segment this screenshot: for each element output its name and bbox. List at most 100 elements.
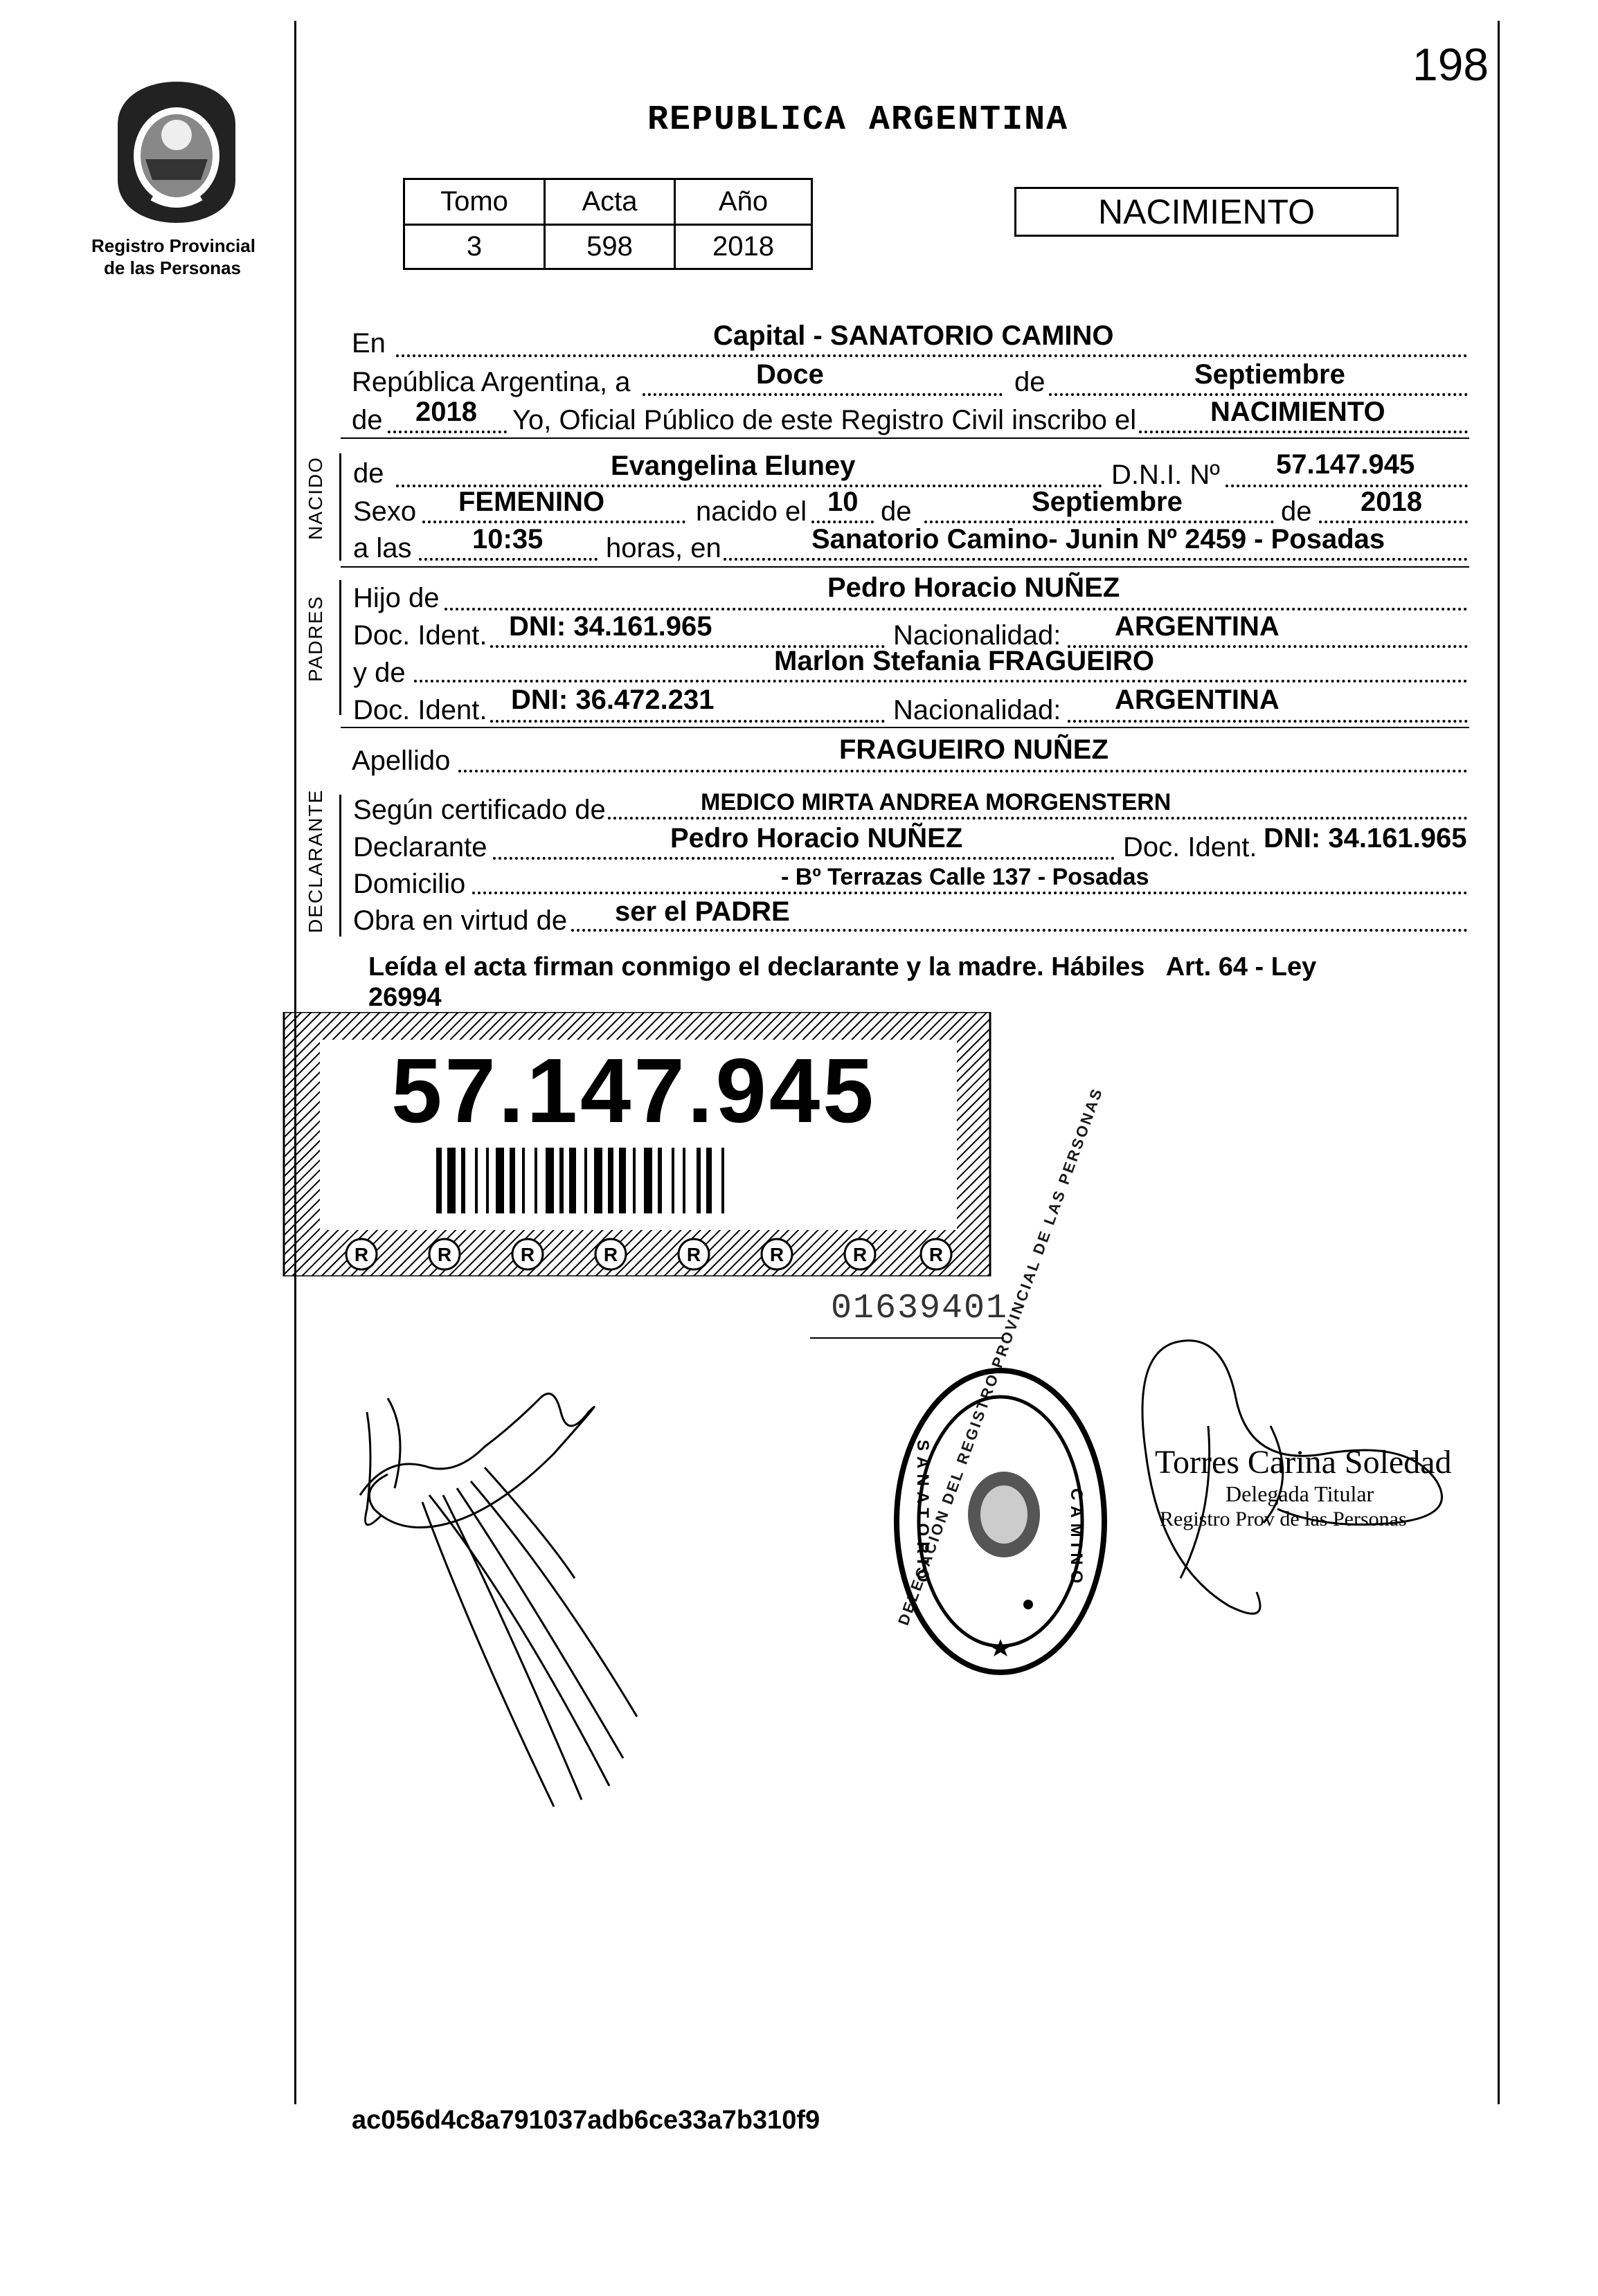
barcode-bar [535, 1148, 537, 1213]
nacido-born-day: 10 [827, 487, 859, 517]
serial-underline [810, 1337, 1004, 1339]
nacido-section-label: NACIDO [305, 456, 326, 540]
barcode-bar [633, 1148, 636, 1213]
table-value-acta: 598 [544, 224, 676, 270]
declarante-section-label: DECLARANTE [305, 788, 326, 933]
svg-text:R: R [929, 1244, 943, 1265]
declarante-cert-label: Según certificado de [353, 795, 606, 825]
date-event: NACIMIENTO [1210, 397, 1385, 427]
date-officer-label: Yo, Oficial Público de este Registro Civ… [512, 405, 1137, 435]
dotted-line [490, 720, 885, 723]
date-label-prefix: República Argentina, a [352, 367, 631, 397]
dotted-line [608, 817, 1468, 820]
closing-line2: 26994 [368, 983, 442, 1012]
dotted-line [493, 857, 1115, 860]
dotted-line [419, 558, 598, 561]
dotted-line [422, 521, 685, 523]
logo-caption-line2: de las Personas [104, 257, 241, 278]
declarante-obra-label: Obra en virtud de [353, 905, 568, 936]
dotted-line [458, 770, 1468, 772]
padres-section-label: PADRES [305, 595, 326, 682]
divider [341, 727, 1469, 728]
dotted-line [490, 645, 885, 648]
svg-text:R: R [770, 1244, 784, 1265]
dotted-line [1049, 393, 1468, 396]
date-year: 2018 [415, 397, 477, 427]
barcode-bar [619, 1148, 626, 1213]
stamp-inner-left: SANATORIO [913, 1440, 932, 1588]
svg-text:R: R [438, 1244, 451, 1265]
declarante-decl: Pedro Horacio NUÑEZ [670, 823, 963, 853]
table-header-anio: Año [674, 178, 813, 226]
padres-father-nat-label: Nacionalidad: [893, 620, 1061, 651]
barcode [436, 1148, 824, 1213]
table-header-acta: Acta [544, 178, 676, 226]
serial-number: 01639401 [831, 1289, 1009, 1328]
barcode-bar [546, 1148, 554, 1213]
dotted-line [1226, 485, 1468, 487]
apellido-label: Apellido [352, 745, 451, 776]
barcode-bar [447, 1148, 456, 1213]
declarante-doc-label: Doc. Ident. [1123, 832, 1257, 862]
officer-name: Torres Carina Soledad [1155, 1444, 1452, 1481]
nacido-bracket [339, 453, 341, 561]
dotted-line [445, 608, 1468, 611]
svg-text:R: R [521, 1244, 535, 1265]
dotted-line [414, 680, 1468, 683]
barcode-bar [475, 1148, 478, 1213]
registry-table: Tomo Acta Año 3 598 2018 [402, 178, 813, 270]
document-hash: ac056d4c8a791037adb6ce33a7b310f9 [352, 2106, 820, 2135]
barcode-bar [594, 1148, 602, 1213]
svg-text:R: R [604, 1244, 618, 1265]
padres-father-nat: ARGENTINA [1115, 611, 1280, 642]
stamp-inner-right: CAMINO [1067, 1488, 1086, 1589]
barcode-bar [672, 1148, 674, 1213]
nacido-born-de2: de [1281, 496, 1312, 527]
barcode-bar [697, 1148, 701, 1213]
handwritten-signature-officer [1118, 1315, 1457, 1640]
declarante-bracket [339, 795, 341, 937]
padres-mother: Marlon Stefania FRAGUEIRO [774, 646, 1154, 676]
barcode-bar [706, 1148, 712, 1213]
barcode-bar [608, 1148, 613, 1213]
padres-bracket [339, 580, 341, 715]
nacido-dni-label: D.N.I. Nº [1111, 460, 1220, 490]
document-type: NACIMIENTO [1098, 192, 1315, 231]
dotted-line [1319, 521, 1468, 523]
padres-father: Pedro Horacio NUÑEZ [827, 572, 1120, 603]
apellido-value: FRAGUEIRO NUÑEZ [839, 734, 1108, 765]
nacido-sex: FEMENINO [458, 487, 605, 517]
padres-mother-nat-label: Nacionalidad: [893, 695, 1061, 725]
barcode-bar [461, 1148, 465, 1213]
official-stamp [890, 1362, 1111, 1681]
padres-mother-label: y de [353, 658, 406, 688]
padres-father-label: Hijo de [353, 583, 440, 613]
dotted-line [724, 558, 1468, 561]
declarante-doc: DNI: 34.161.965 [1264, 823, 1467, 853]
date-label-de2: de [352, 405, 383, 435]
divider [341, 566, 1469, 568]
declarante-cert: MEDICO MIRTA ANDREA MORGENSTERN [701, 789, 1171, 815]
nacido-born-month: Septiembre [1032, 487, 1183, 517]
divider [341, 437, 1469, 439]
table-value-tomo: 3 [402, 224, 546, 270]
dotted-line [811, 521, 874, 523]
declarante-dom-label: Domicilio [353, 869, 466, 899]
barcode-bar [658, 1148, 662, 1213]
country-title: REPUBLICA ARGENTINA [647, 100, 1069, 140]
dotted-line [472, 892, 1468, 894]
svg-text:R: R [853, 1244, 867, 1265]
barcode-bar [436, 1148, 442, 1213]
officer-role: Delegada Titular [1226, 1481, 1374, 1506]
barcode-bar [510, 1148, 515, 1213]
padres-mother-nat: ARGENTINA [1115, 685, 1280, 715]
nacido-born-label: nacido el [696, 496, 807, 527]
table-value-anio: 2018 [674, 224, 813, 270]
page-number: 198 [1412, 39, 1489, 90]
place-value: Capital - SANATORIO CAMINO [713, 320, 1114, 351]
barcode-bar [522, 1148, 525, 1213]
dotted-line [1139, 431, 1468, 433]
nacido-name: Evangelina Eluney [611, 451, 856, 481]
padres-mother-doc-label: Doc. Ident. [353, 695, 487, 725]
